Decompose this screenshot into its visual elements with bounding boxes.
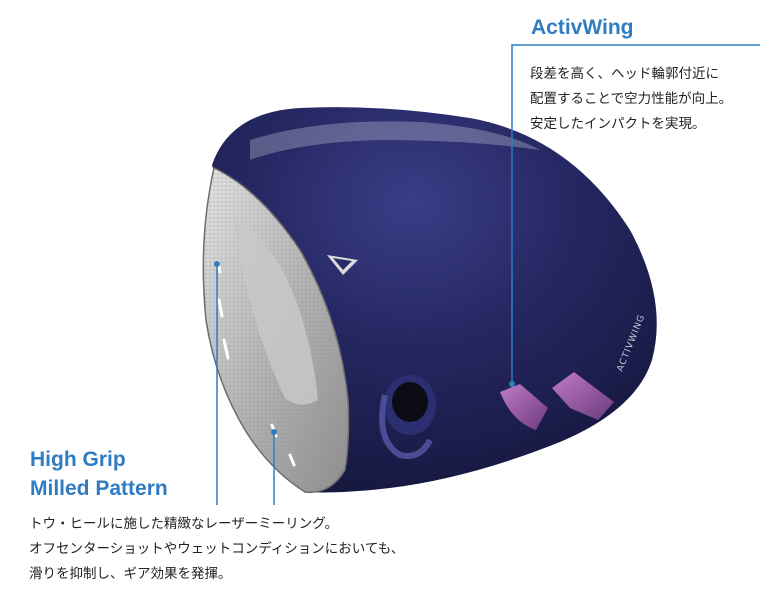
- face-title-line-2: Milled Pattern: [30, 477, 168, 500]
- crown-highlight: [250, 121, 540, 160]
- activwing-right: [552, 372, 614, 420]
- activwing-title: ActivWing: [531, 16, 634, 39]
- face-description: トウ・ヒールに施した精緻なレーザーミーリング。 オフセンターショットやウェットコ…: [29, 512, 404, 587]
- face-center-plate: [232, 215, 318, 405]
- face-title-line-1: High Grip: [30, 448, 126, 471]
- activwing-left: [500, 384, 548, 430]
- activwing-description: 段差を高く、ヘッド輪郭付近に 配置することで空力性能が向上。 安定したインパクト…: [530, 62, 732, 137]
- activwing-line-3: 安定したインパクトを実現。: [530, 116, 706, 132]
- activwing-line-2: 配置することで空力性能が向上。: [530, 91, 733, 107]
- leader-lines: [216, 44, 760, 505]
- face-line-2: オフセンターショットやウェットコンディションにおいても、: [29, 541, 405, 557]
- face-title: High Grip Milled Pattern: [30, 445, 168, 503]
- activwing-line-1: 段差を高く、ヘッド輪郭付近に: [530, 66, 719, 82]
- score-lines: [216, 260, 296, 467]
- face-line-3: 滑りを抑制し、ギア効果を発揮。: [29, 566, 232, 582]
- face-line-1: トウ・ヒールに施した精緻なレーザーミーリング。: [29, 516, 339, 532]
